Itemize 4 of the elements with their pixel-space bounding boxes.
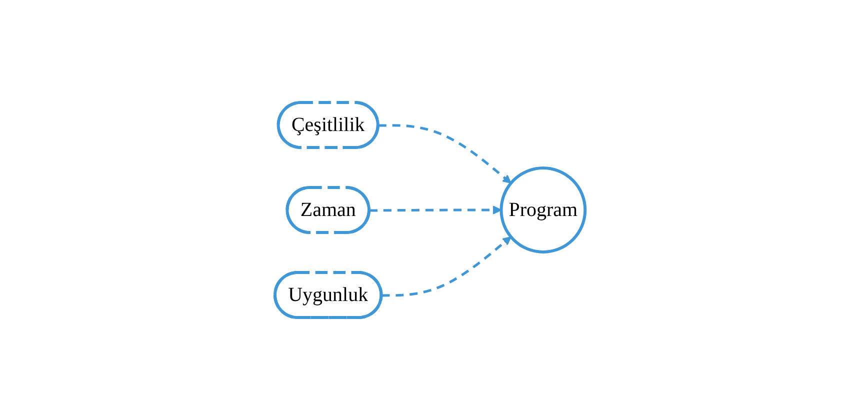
- arrow: [370, 206, 502, 214]
- node-circle: Program: [500, 166, 588, 254]
- arrow: [378, 124, 512, 184]
- arrow: [382, 236, 512, 297]
